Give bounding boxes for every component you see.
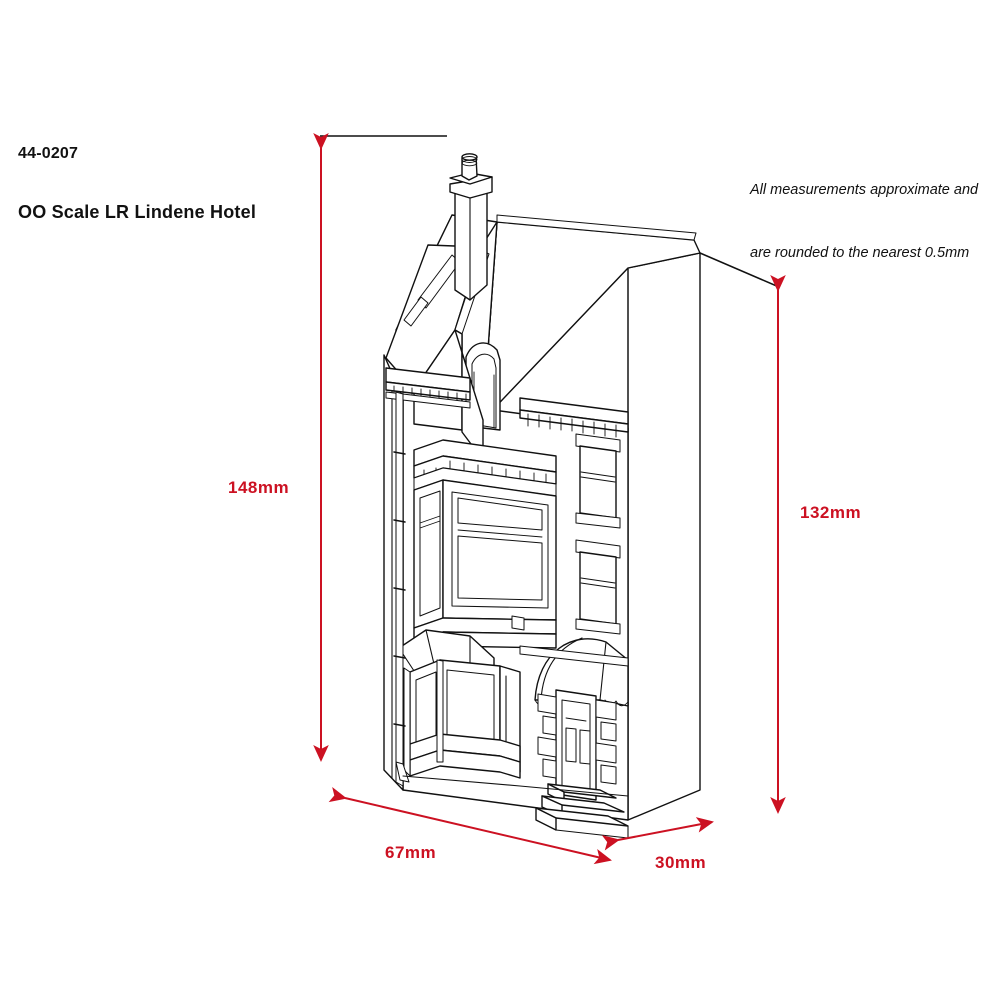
facade-window-upper — [575, 433, 621, 529]
dimension-arrow-depth — [601, 817, 714, 851]
product-code: 44-0207 — [18, 145, 79, 162]
pipe-brackets — [393, 451, 406, 727]
rainwater-downpipe — [393, 391, 410, 787]
dentil-row-right — [527, 413, 617, 438]
upper-cornice-left — [385, 367, 471, 409]
right-side-wall — [627, 252, 701, 821]
string-course — [511, 615, 629, 667]
chimney-stack — [449, 153, 493, 301]
facade-window-lower — [575, 539, 621, 635]
extension-lines — [320, 135, 780, 288]
dimension-arrow-width — [328, 786, 612, 865]
title-block: 44-0207 OO Scale LR Lindene Hotel — [18, 110, 256, 258]
ground-floor-shop-bay — [403, 659, 521, 779]
quoins-right — [595, 699, 617, 785]
dimension-label-depth: 30mm — [655, 853, 707, 872]
quoins-left — [537, 693, 557, 779]
building-model — [383, 153, 701, 839]
product-name: OO Scale LR Lindene Hotel — [18, 201, 257, 222]
note-line-2: are rounded to the nearest 0.5mm — [750, 245, 970, 262]
dimension-label-height: 148mm — [228, 478, 290, 497]
dimension-label-depth-height: 132mm — [800, 503, 862, 522]
upper-cornice-right — [519, 397, 629, 438]
first-floor-bay — [413, 439, 557, 657]
note-line-1: All measurements approximate and — [750, 182, 979, 199]
measurement-note: All measurements approximate and are rou… — [750, 138, 1000, 306]
